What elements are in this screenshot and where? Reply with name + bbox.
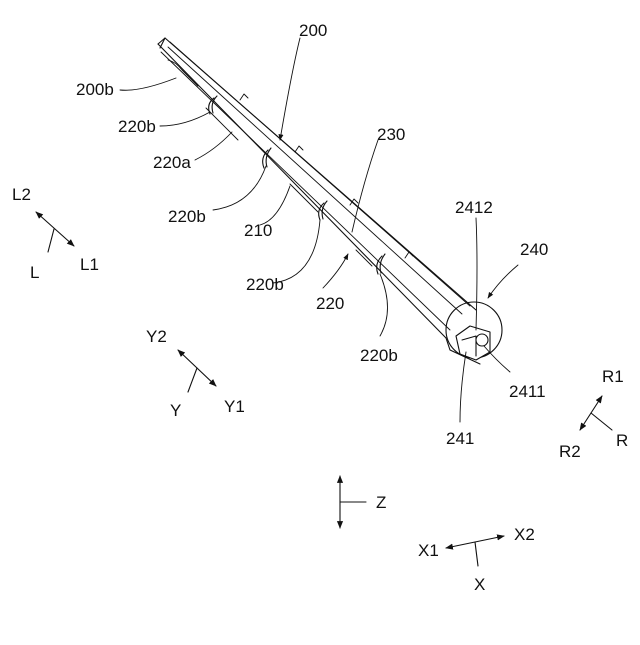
label-R: R bbox=[616, 431, 628, 450]
component-labels: 200 200b 220b 220a 230 220b 210 2412 240… bbox=[76, 21, 548, 448]
label-Z: Z bbox=[376, 493, 386, 512]
axis-R: R1 R2 R bbox=[559, 367, 628, 461]
label-240: 240 bbox=[520, 240, 548, 259]
label-L1: L1 bbox=[80, 255, 99, 274]
label-2411: 2411 bbox=[509, 382, 546, 401]
label-R2: R2 bbox=[559, 442, 581, 461]
end-cap bbox=[446, 302, 502, 364]
label-220b-4: 220b bbox=[360, 346, 398, 365]
axis-Y: Y2 Y1 Y bbox=[146, 327, 245, 420]
label-220a: 220a bbox=[153, 153, 191, 172]
label-X: X bbox=[474, 575, 485, 594]
label-L2: L2 bbox=[12, 185, 31, 204]
label-230: 230 bbox=[377, 125, 405, 144]
label-2412: 2412 bbox=[455, 198, 493, 217]
label-220b-1: 220b bbox=[118, 117, 156, 136]
axis-L: L2 L1 L bbox=[12, 185, 99, 282]
label-Y2: Y2 bbox=[146, 327, 167, 346]
label-220: 220 bbox=[316, 294, 344, 313]
label-200: 200 bbox=[299, 21, 327, 40]
label-Y1: Y1 bbox=[224, 397, 245, 416]
axis-Z: Z bbox=[340, 476, 386, 528]
axis-X: X1 X2 X bbox=[418, 525, 535, 594]
rib-2 bbox=[263, 150, 268, 168]
label-X2: X2 bbox=[514, 525, 535, 544]
leader-lines bbox=[120, 38, 518, 422]
label-L: L bbox=[30, 263, 39, 282]
label-Y: Y bbox=[170, 401, 181, 420]
label-210: 210 bbox=[244, 221, 272, 240]
label-241: 241 bbox=[446, 429, 474, 448]
label-X1: X1 bbox=[418, 541, 439, 560]
label-R1: R1 bbox=[602, 367, 624, 386]
label-200b: 200b bbox=[76, 80, 114, 99]
rod-body bbox=[158, 38, 476, 338]
label-220b-3: 220b bbox=[246, 275, 284, 294]
label-220b-2: 220b bbox=[168, 207, 206, 226]
